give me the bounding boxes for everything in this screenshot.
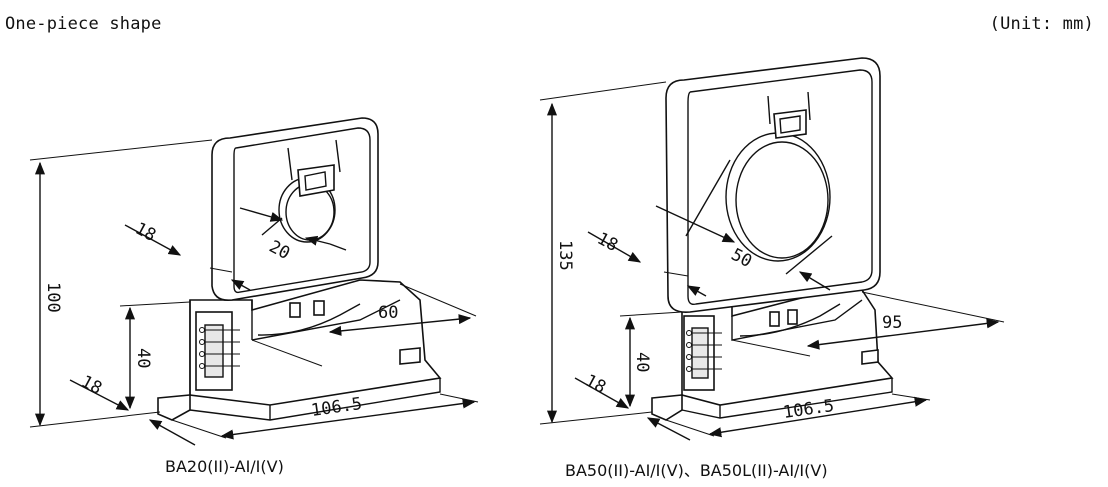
left-device: 100 40 18 18 20 60 106.5 xyxy=(29,117,479,446)
left-dim-height: 100 xyxy=(43,282,63,313)
left-dim-depth: 60 xyxy=(378,303,398,323)
right-sensor-head xyxy=(665,57,881,313)
right-device-caption: BA50(II)-AI/I(V)、BA50L(II)-AI/I(V) xyxy=(565,461,828,480)
left-sensor-head xyxy=(211,117,379,302)
left-dim-base-height: 40 xyxy=(133,348,153,368)
right-dim-bottom-depth: 18 xyxy=(582,371,609,398)
left-dim-bottom-depth: 18 xyxy=(78,372,105,399)
right-dim-depth: 95 xyxy=(882,313,902,333)
page-title: One-piece shape xyxy=(5,14,162,34)
right-device: 135 40 18 18 50 95 106.5 xyxy=(539,57,1005,441)
right-dim-base-height: 40 xyxy=(632,352,652,372)
unit-label: (Unit: mm) xyxy=(989,14,1094,34)
right-dim-length: 106.5 xyxy=(782,396,835,423)
left-device-caption: BA20(II)-AI/I(V) xyxy=(165,457,284,476)
right-dim-top-depth: 18 xyxy=(594,229,621,256)
right-dim-height: 135 xyxy=(555,240,575,271)
